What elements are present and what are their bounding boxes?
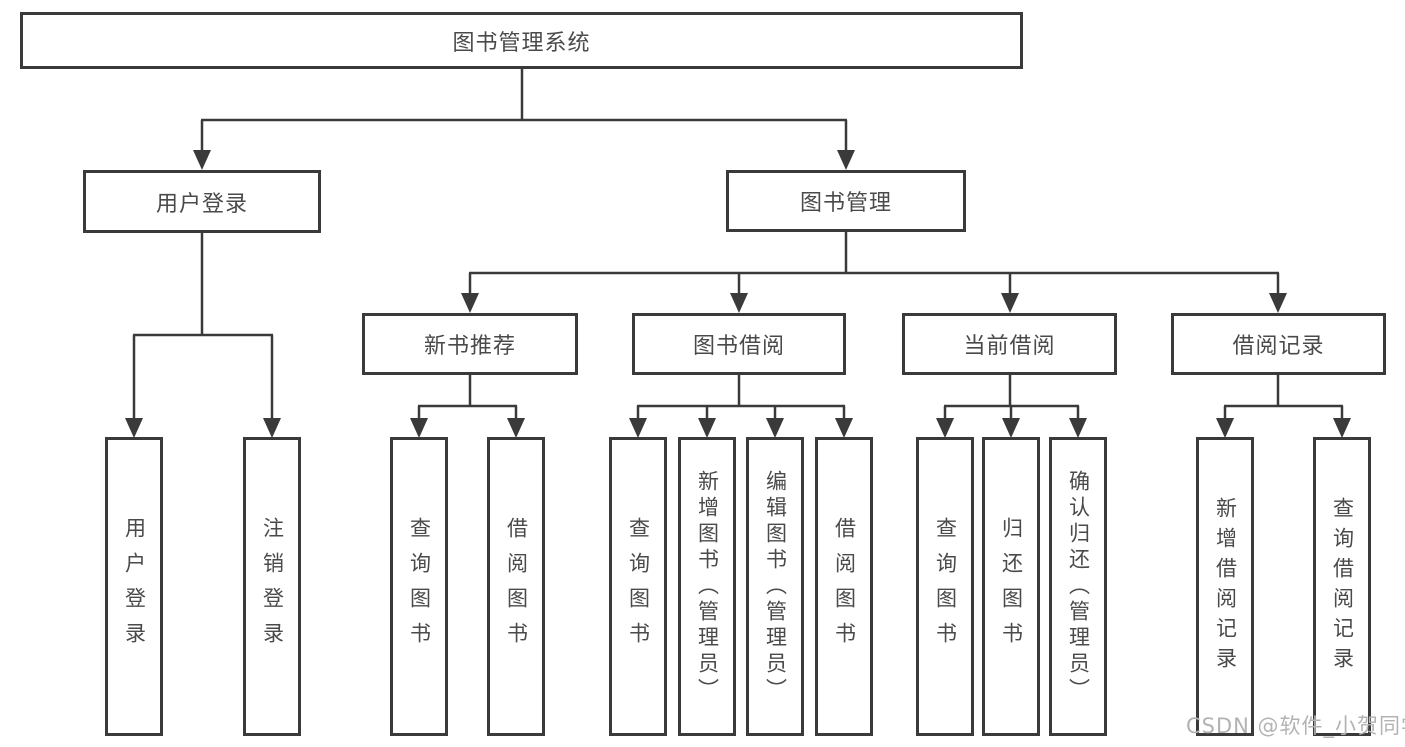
node-label: 查询图书 [626, 516, 651, 657]
node-leaf-return-books: 归还图书 [982, 437, 1040, 736]
node-label: 借阅图书 [504, 516, 529, 657]
node-leaf-user-login: 用户登录 [105, 437, 163, 736]
node-label: 图书管理系统 [452, 30, 591, 56]
node-leaf-logout: 注销登录 [243, 437, 301, 736]
node-label: 新增借阅记录 [1213, 496, 1238, 677]
node-label: 借阅记录 [1232, 334, 1325, 359]
node-root-library-system: 图书管理系统 [20, 12, 1023, 69]
node-leaf-confirm-return-admin: 确认归还（管理员） [1049, 437, 1107, 736]
node-leaf-add-books-admin: 新增图书（管理员） [678, 437, 736, 736]
node-leaf-query-borrow-record: 查询借阅记录 [1313, 437, 1371, 736]
node-label: 编辑图书（管理员） [763, 469, 788, 704]
node-label: 新书推荐 [423, 334, 516, 359]
node-label: 用户登录 [155, 191, 248, 217]
node-user-login-branch: 用户登录 [83, 170, 321, 233]
node-book-borrowing: 图书借阅 [632, 313, 846, 375]
node-leaf-query-books-borrowing: 查询图书 [609, 437, 667, 736]
node-label: 借阅图书 [832, 516, 857, 657]
node-label: 用户登录 [122, 516, 147, 657]
node-label: 当前借阅 [963, 334, 1056, 359]
node-label: 归还图书 [999, 516, 1024, 657]
node-label: 查询图书 [933, 516, 958, 657]
node-label: 查询图书 [407, 516, 432, 657]
node-leaf-query-books-current: 查询图书 [916, 437, 974, 736]
node-leaf-borrow-books-recommend: 借阅图书 [487, 437, 545, 736]
node-book-management-branch: 图书管理 [726, 170, 966, 232]
node-leaf-add-borrow-record: 新增借阅记录 [1196, 437, 1254, 736]
node-label: 图书管理 [799, 191, 892, 216]
node-label: 查询借阅记录 [1330, 496, 1355, 677]
node-label: 图书借阅 [692, 334, 785, 359]
node-label: 新增图书（管理员） [695, 469, 720, 704]
node-borrowing-records: 借阅记录 [1171, 313, 1386, 375]
node-current-borrowing: 当前借阅 [902, 313, 1117, 375]
node-leaf-edit-books-admin: 编辑图书（管理员） [746, 437, 804, 736]
node-leaf-query-books-recommend: 查询图书 [390, 437, 448, 736]
connectors-group [125, 69, 1351, 438]
node-label: 确认归还（管理员） [1066, 469, 1091, 704]
node-label: 注销登录 [260, 516, 285, 657]
csdn-watermark: CSDN @软件_小贺同学 [1186, 714, 1405, 738]
node-leaf-borrow-books: 借阅图书 [815, 437, 873, 736]
node-new-book-recommendation: 新书推荐 [362, 313, 578, 375]
